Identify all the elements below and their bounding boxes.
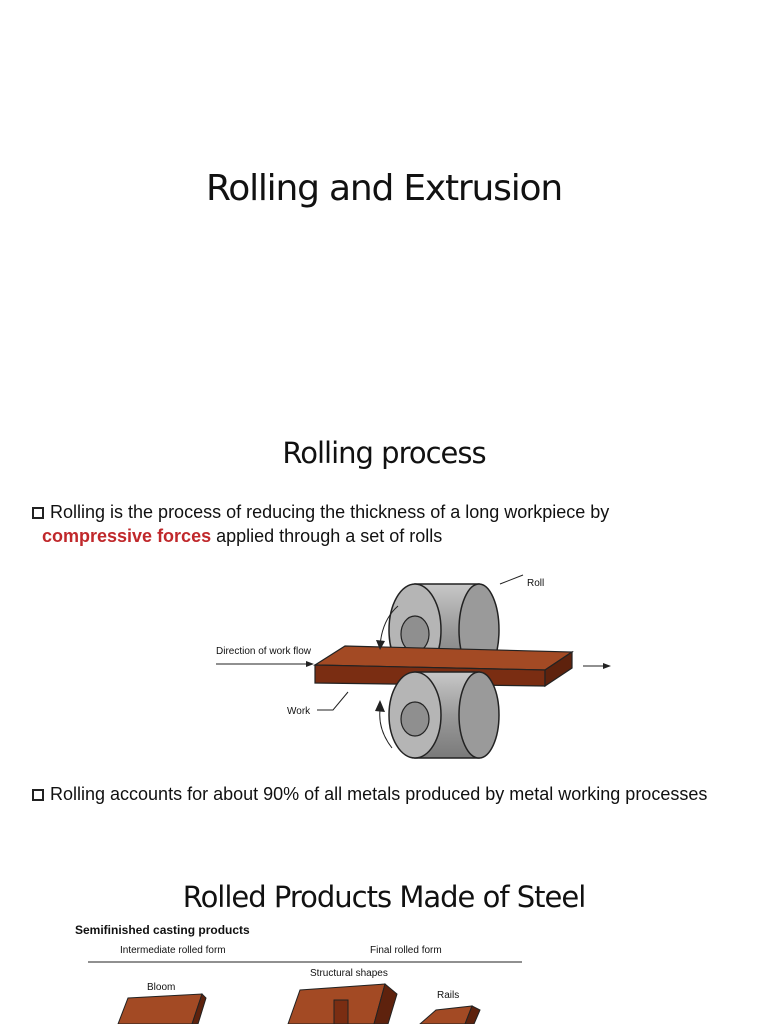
column-final: Final rolled form bbox=[370, 945, 442, 956]
main-title: Rolling and Extrusion bbox=[206, 168, 563, 209]
bullet-definition: Rolling is the process of reducing the t… bbox=[32, 500, 744, 548]
highlight-text: compressive forces bbox=[42, 526, 212, 546]
bottom-roll bbox=[388, 671, 500, 759]
checkbox-bullet-icon bbox=[32, 789, 44, 801]
rolled-products-diagram: Semifinished casting products Intermedia… bbox=[75, 923, 522, 1024]
bloom-shape bbox=[117, 993, 207, 1024]
label-rails: Rails bbox=[437, 990, 459, 1001]
bullet-statistic: Rolling accounts for about 90% of all me… bbox=[32, 782, 744, 806]
title-slide: Rolling and Extrusion bbox=[0, 0, 768, 410]
figure-heading: Semifinished casting products bbox=[75, 923, 250, 937]
label-roll: Roll bbox=[527, 578, 544, 589]
bullet-text-after: applied through a set of rolls bbox=[216, 526, 443, 546]
label-structural: Structural shapes bbox=[310, 968, 388, 979]
slide-title: Rolling process bbox=[282, 436, 486, 470]
column-intermediate: Intermediate rolled form bbox=[120, 945, 226, 956]
checkbox-bullet-icon bbox=[32, 507, 44, 519]
label-direction: Direction of work flow bbox=[216, 646, 312, 657]
structural-shape bbox=[287, 983, 398, 1024]
label-work: Work bbox=[287, 706, 311, 717]
slide-title: Rolled Products Made of Steel bbox=[182, 880, 587, 914]
rolling-process-slide: Rolling process Rolling is the process o… bbox=[0, 410, 768, 850]
label-bloom: Bloom bbox=[147, 982, 175, 993]
bullet-statistic-text: Rolling accounts for about 90% of all me… bbox=[50, 784, 708, 804]
rolled-products-slide: Rolled Products Made of Steel Semifinish… bbox=[0, 850, 768, 1024]
rail-shape bbox=[419, 1005, 481, 1024]
bullet-text-before: Rolling is the process of reducing the t… bbox=[50, 502, 610, 522]
rolling-diagram: Roll Direction of work flow Work bbox=[216, 574, 611, 759]
rotation-arrow-bottom-icon bbox=[379, 709, 393, 749]
